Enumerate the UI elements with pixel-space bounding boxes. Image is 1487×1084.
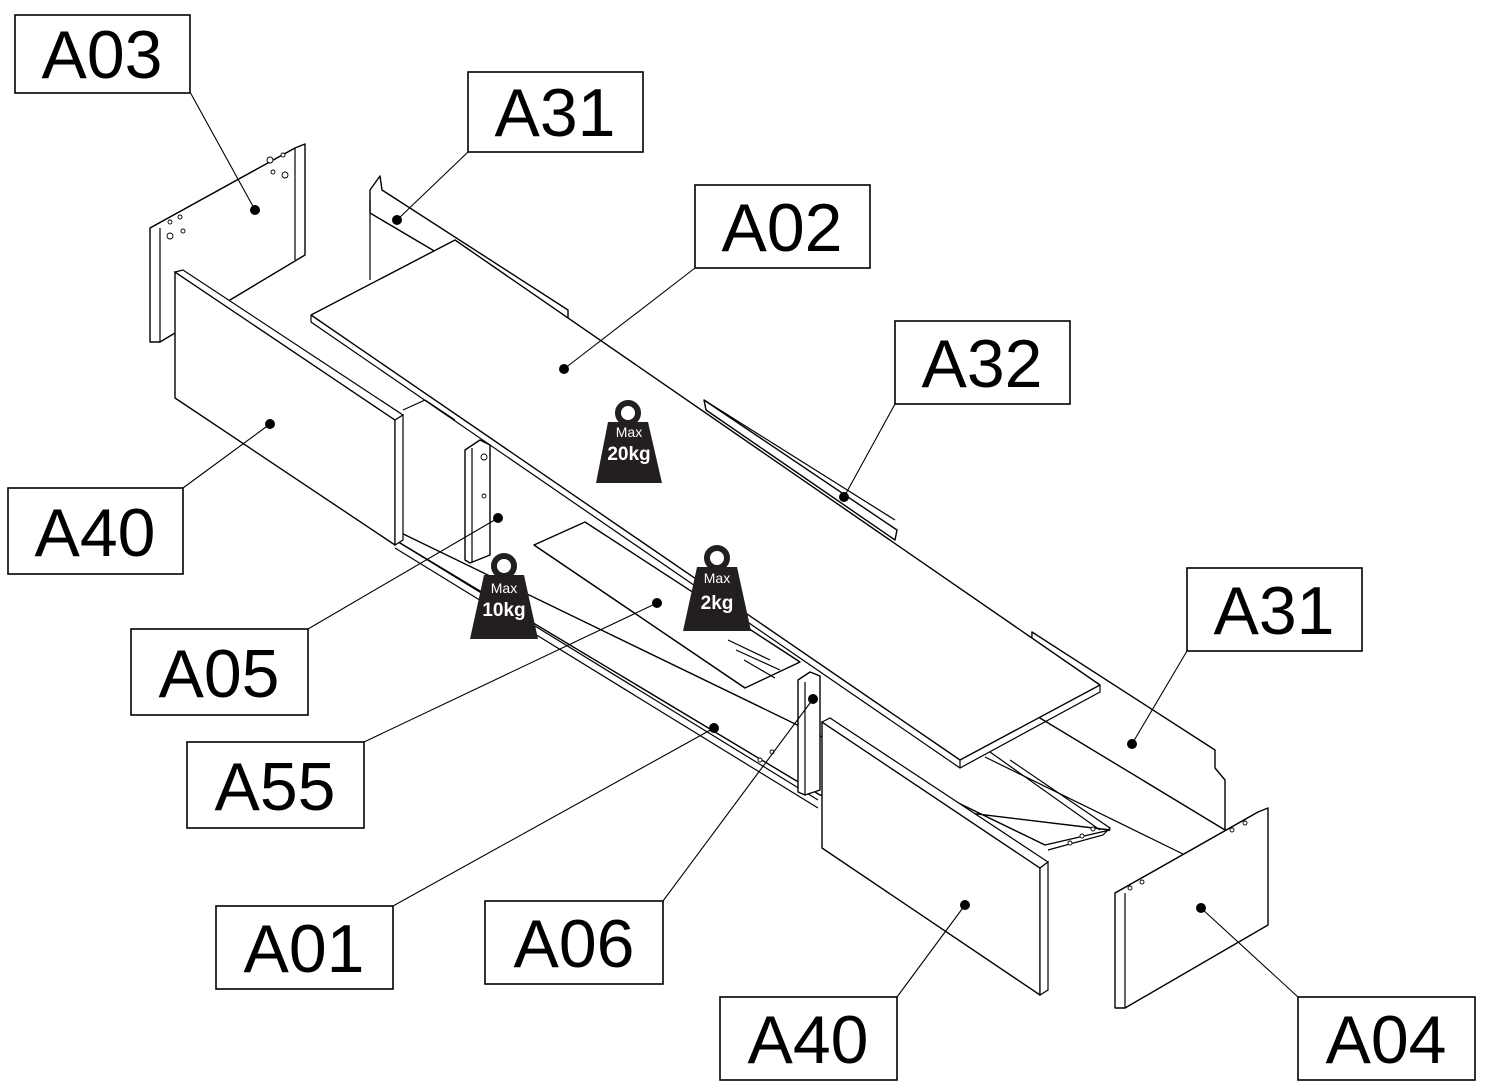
- part-label-a06: A06: [484, 900, 664, 985]
- weight-max-label: Max: [491, 580, 517, 596]
- svg-text:A32: A32: [922, 326, 1043, 402]
- back-strip-a32: [703, 399, 898, 541]
- weight-value-label: 20kg: [607, 444, 650, 465]
- part-label-a55: A55: [186, 741, 365, 829]
- part-label-a01: A01: [215, 905, 394, 990]
- svg-text:A31: A31: [1214, 573, 1335, 649]
- part-label-a40-right: A40: [719, 996, 898, 1081]
- weight-icon-2kg: Max 2kg: [683, 545, 751, 631]
- weight-icon-20kg: Max 20kg: [596, 400, 662, 483]
- weight-icon-10kg: Max 10kg: [470, 553, 538, 639]
- door-a40-right: [820, 717, 1050, 997]
- glass-shelf-a55: [533, 521, 801, 689]
- part-label-a40-left: A40: [7, 487, 184, 575]
- part-label-a05: A05: [130, 628, 309, 716]
- door-a40-left: [173, 269, 456, 547]
- weight-max-label: Max: [616, 424, 642, 440]
- weight-max-label: Max: [704, 570, 730, 586]
- svg-text:A04: A04: [1326, 1002, 1447, 1078]
- part-label-a32: A32: [894, 320, 1071, 405]
- part-label-a03: A03: [14, 14, 191, 94]
- part-label-a31-right: A31: [1186, 567, 1363, 652]
- side-panel-a04: [1114, 807, 1269, 1009]
- part-label-a04: A04: [1297, 996, 1476, 1081]
- svg-text:A01: A01: [244, 911, 365, 987]
- svg-text:A03: A03: [42, 17, 163, 93]
- svg-text:A06: A06: [514, 906, 635, 982]
- leaders: [182, 91, 1299, 998]
- svg-text:A55: A55: [215, 749, 336, 825]
- divider-a05: [464, 439, 491, 564]
- weight-value-label: 10kg: [482, 600, 525, 621]
- svg-text:A40: A40: [35, 495, 156, 571]
- svg-text:A02: A02: [722, 190, 843, 266]
- svg-text:A40: A40: [748, 1002, 869, 1078]
- divider-a06: [797, 671, 821, 796]
- svg-text:A31: A31: [495, 75, 616, 151]
- part-label-a02: A02: [694, 184, 871, 269]
- svg-text:A05: A05: [159, 636, 280, 712]
- weight-value-label: 2kg: [701, 593, 734, 614]
- part-label-a31-top: A31: [467, 71, 644, 153]
